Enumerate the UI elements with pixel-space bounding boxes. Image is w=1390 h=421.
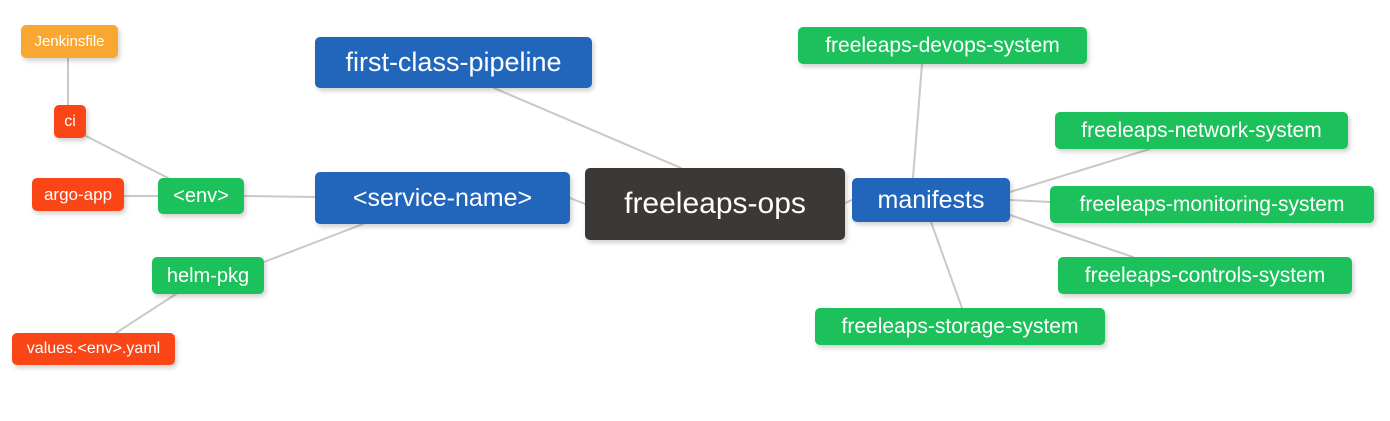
edge-root-to-service-name — [569, 197, 586, 205]
edge-service-name-to-env — [243, 195, 316, 198]
edge-root-to-first-class-pipeline — [493, 87, 682, 169]
node-label-ci: ci — [64, 112, 76, 130]
edge-root-to-manifests — [844, 199, 853, 204]
node-label-manifests: manifests — [877, 185, 985, 214]
node-label-freeleaps-network-system: freeleaps-network-system — [1081, 119, 1322, 142]
node-label-jenkinsfile: Jenkinsfile — [34, 33, 105, 50]
node-jenkinsfile[interactable]: Jenkinsfile — [21, 25, 118, 58]
node-helm-pkg[interactable]: helm-pkg — [152, 257, 264, 294]
edge-manifests-to-freeleaps-devops-system — [912, 63, 923, 179]
node-label-freeleaps-devops-system: freeleaps-devops-system — [825, 34, 1060, 57]
node-root[interactable]: freeleaps-ops — [585, 168, 845, 240]
edge-manifests-to-freeleaps-monitoring-system — [1009, 199, 1051, 203]
node-label-values-yaml: values.<env>.yaml — [26, 340, 161, 357]
node-freeleaps-network-system[interactable]: freeleaps-network-system — [1055, 112, 1348, 149]
node-label-first-class-pipeline: first-class-pipeline — [345, 47, 562, 77]
node-argo-app[interactable]: argo-app — [32, 178, 124, 211]
node-freeleaps-controls-system[interactable]: freeleaps-controls-system — [1058, 257, 1352, 294]
node-label-root: freeleaps-ops — [624, 187, 806, 220]
edge-env-to-ci — [85, 135, 169, 179]
node-label-freeleaps-controls-system: freeleaps-controls-system — [1084, 264, 1326, 287]
node-freeleaps-monitoring-system[interactable]: freeleaps-monitoring-system — [1050, 186, 1374, 223]
node-first-class-pipeline[interactable]: first-class-pipeline — [315, 37, 592, 88]
node-freeleaps-storage-system[interactable]: freeleaps-storage-system — [815, 308, 1105, 345]
node-manifests[interactable]: manifests — [852, 178, 1010, 222]
node-values-yaml[interactable]: values.<env>.yaml — [12, 333, 175, 365]
edge-service-name-to-helm-pkg — [263, 223, 364, 263]
node-label-freeleaps-storage-system: freeleaps-storage-system — [841, 315, 1079, 338]
node-service-name[interactable]: <service-name> — [315, 172, 570, 224]
edge-helm-pkg-to-values-yaml — [115, 293, 177, 334]
edge-manifests-to-freeleaps-storage-system — [930, 221, 963, 309]
node-label-service-name: <service-name> — [352, 183, 533, 212]
node-label-helm-pkg: helm-pkg — [166, 264, 250, 287]
node-label-freeleaps-monitoring-system: freeleaps-monitoring-system — [1079, 193, 1345, 216]
node-ci[interactable]: ci — [54, 105, 86, 138]
node-label-argo-app: argo-app — [43, 185, 113, 204]
node-env[interactable]: <env> — [158, 178, 244, 214]
node-label-env: <env> — [173, 185, 229, 207]
node-freeleaps-devops-system[interactable]: freeleaps-devops-system — [798, 27, 1087, 64]
